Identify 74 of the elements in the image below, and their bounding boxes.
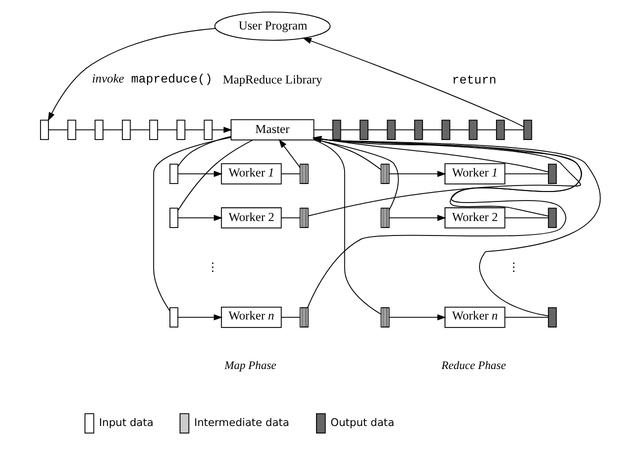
connector xyxy=(450,129,470,130)
node-box: Master xyxy=(230,119,314,140)
node-box xyxy=(122,120,131,140)
node-box xyxy=(441,120,450,140)
connector xyxy=(157,129,178,130)
edge-label: invoke mapreduce() xyxy=(92,71,212,86)
connector xyxy=(153,137,232,312)
node-box xyxy=(548,307,557,328)
connector xyxy=(281,217,300,218)
legend-label: Intermediate data xyxy=(194,417,290,430)
arrow xyxy=(388,170,446,177)
connector xyxy=(130,129,150,130)
legend-label: Input data xyxy=(99,417,154,430)
node-box xyxy=(169,164,178,184)
node-box xyxy=(67,120,76,140)
node-box xyxy=(496,120,505,140)
arrow xyxy=(178,214,223,221)
node-box xyxy=(523,120,532,140)
connector xyxy=(504,217,549,218)
connector xyxy=(395,129,415,130)
node-box: Worker 1 xyxy=(444,163,506,184)
connector xyxy=(314,138,399,210)
arrow xyxy=(312,136,549,172)
label: ⋮ xyxy=(207,262,218,274)
node-box xyxy=(548,164,557,184)
connector xyxy=(368,129,388,130)
connector xyxy=(313,129,333,130)
node-box: Worker n xyxy=(444,306,506,328)
node-box xyxy=(548,208,557,228)
connector xyxy=(504,129,524,130)
arrow xyxy=(212,126,232,133)
connector xyxy=(281,316,300,318)
node-box xyxy=(94,120,104,140)
connector xyxy=(102,129,122,130)
node-box xyxy=(414,120,423,140)
arrow xyxy=(48,28,216,122)
arrow xyxy=(178,314,223,320)
label: ⋮ xyxy=(508,262,520,274)
node-box xyxy=(169,208,178,228)
connector xyxy=(504,316,549,318)
connector xyxy=(76,129,96,130)
connector xyxy=(184,129,204,130)
connector xyxy=(476,129,497,130)
node-box xyxy=(204,120,213,140)
node-box xyxy=(176,120,186,140)
arrow xyxy=(388,214,446,221)
node-box xyxy=(386,120,396,140)
node-box xyxy=(332,120,342,140)
arrow xyxy=(302,38,524,128)
arrow xyxy=(278,139,301,168)
node-box xyxy=(468,120,478,140)
node-box xyxy=(360,120,368,140)
node-box xyxy=(149,120,158,140)
connector xyxy=(504,173,549,174)
legend-label: Output data xyxy=(330,417,394,430)
node-box xyxy=(169,307,178,328)
node-ellipse: User Program xyxy=(214,12,331,41)
node-box: Worker 2 xyxy=(444,207,506,228)
arrow xyxy=(388,314,446,320)
label: Map Phase xyxy=(224,360,276,372)
connector xyxy=(177,140,253,211)
connector xyxy=(281,173,300,174)
node-box: Worker 2 xyxy=(220,207,282,228)
connector xyxy=(178,136,232,167)
arrow xyxy=(178,170,223,177)
connector xyxy=(422,129,442,130)
node-box xyxy=(40,120,49,140)
node-box: Worker 1 xyxy=(220,163,282,184)
edge-label: return xyxy=(452,73,496,88)
connector xyxy=(48,129,68,130)
node-box: Worker n xyxy=(220,306,282,328)
label: MapReduce Library xyxy=(222,72,322,86)
connector xyxy=(340,129,360,130)
label: Reduce Phase xyxy=(441,360,506,372)
